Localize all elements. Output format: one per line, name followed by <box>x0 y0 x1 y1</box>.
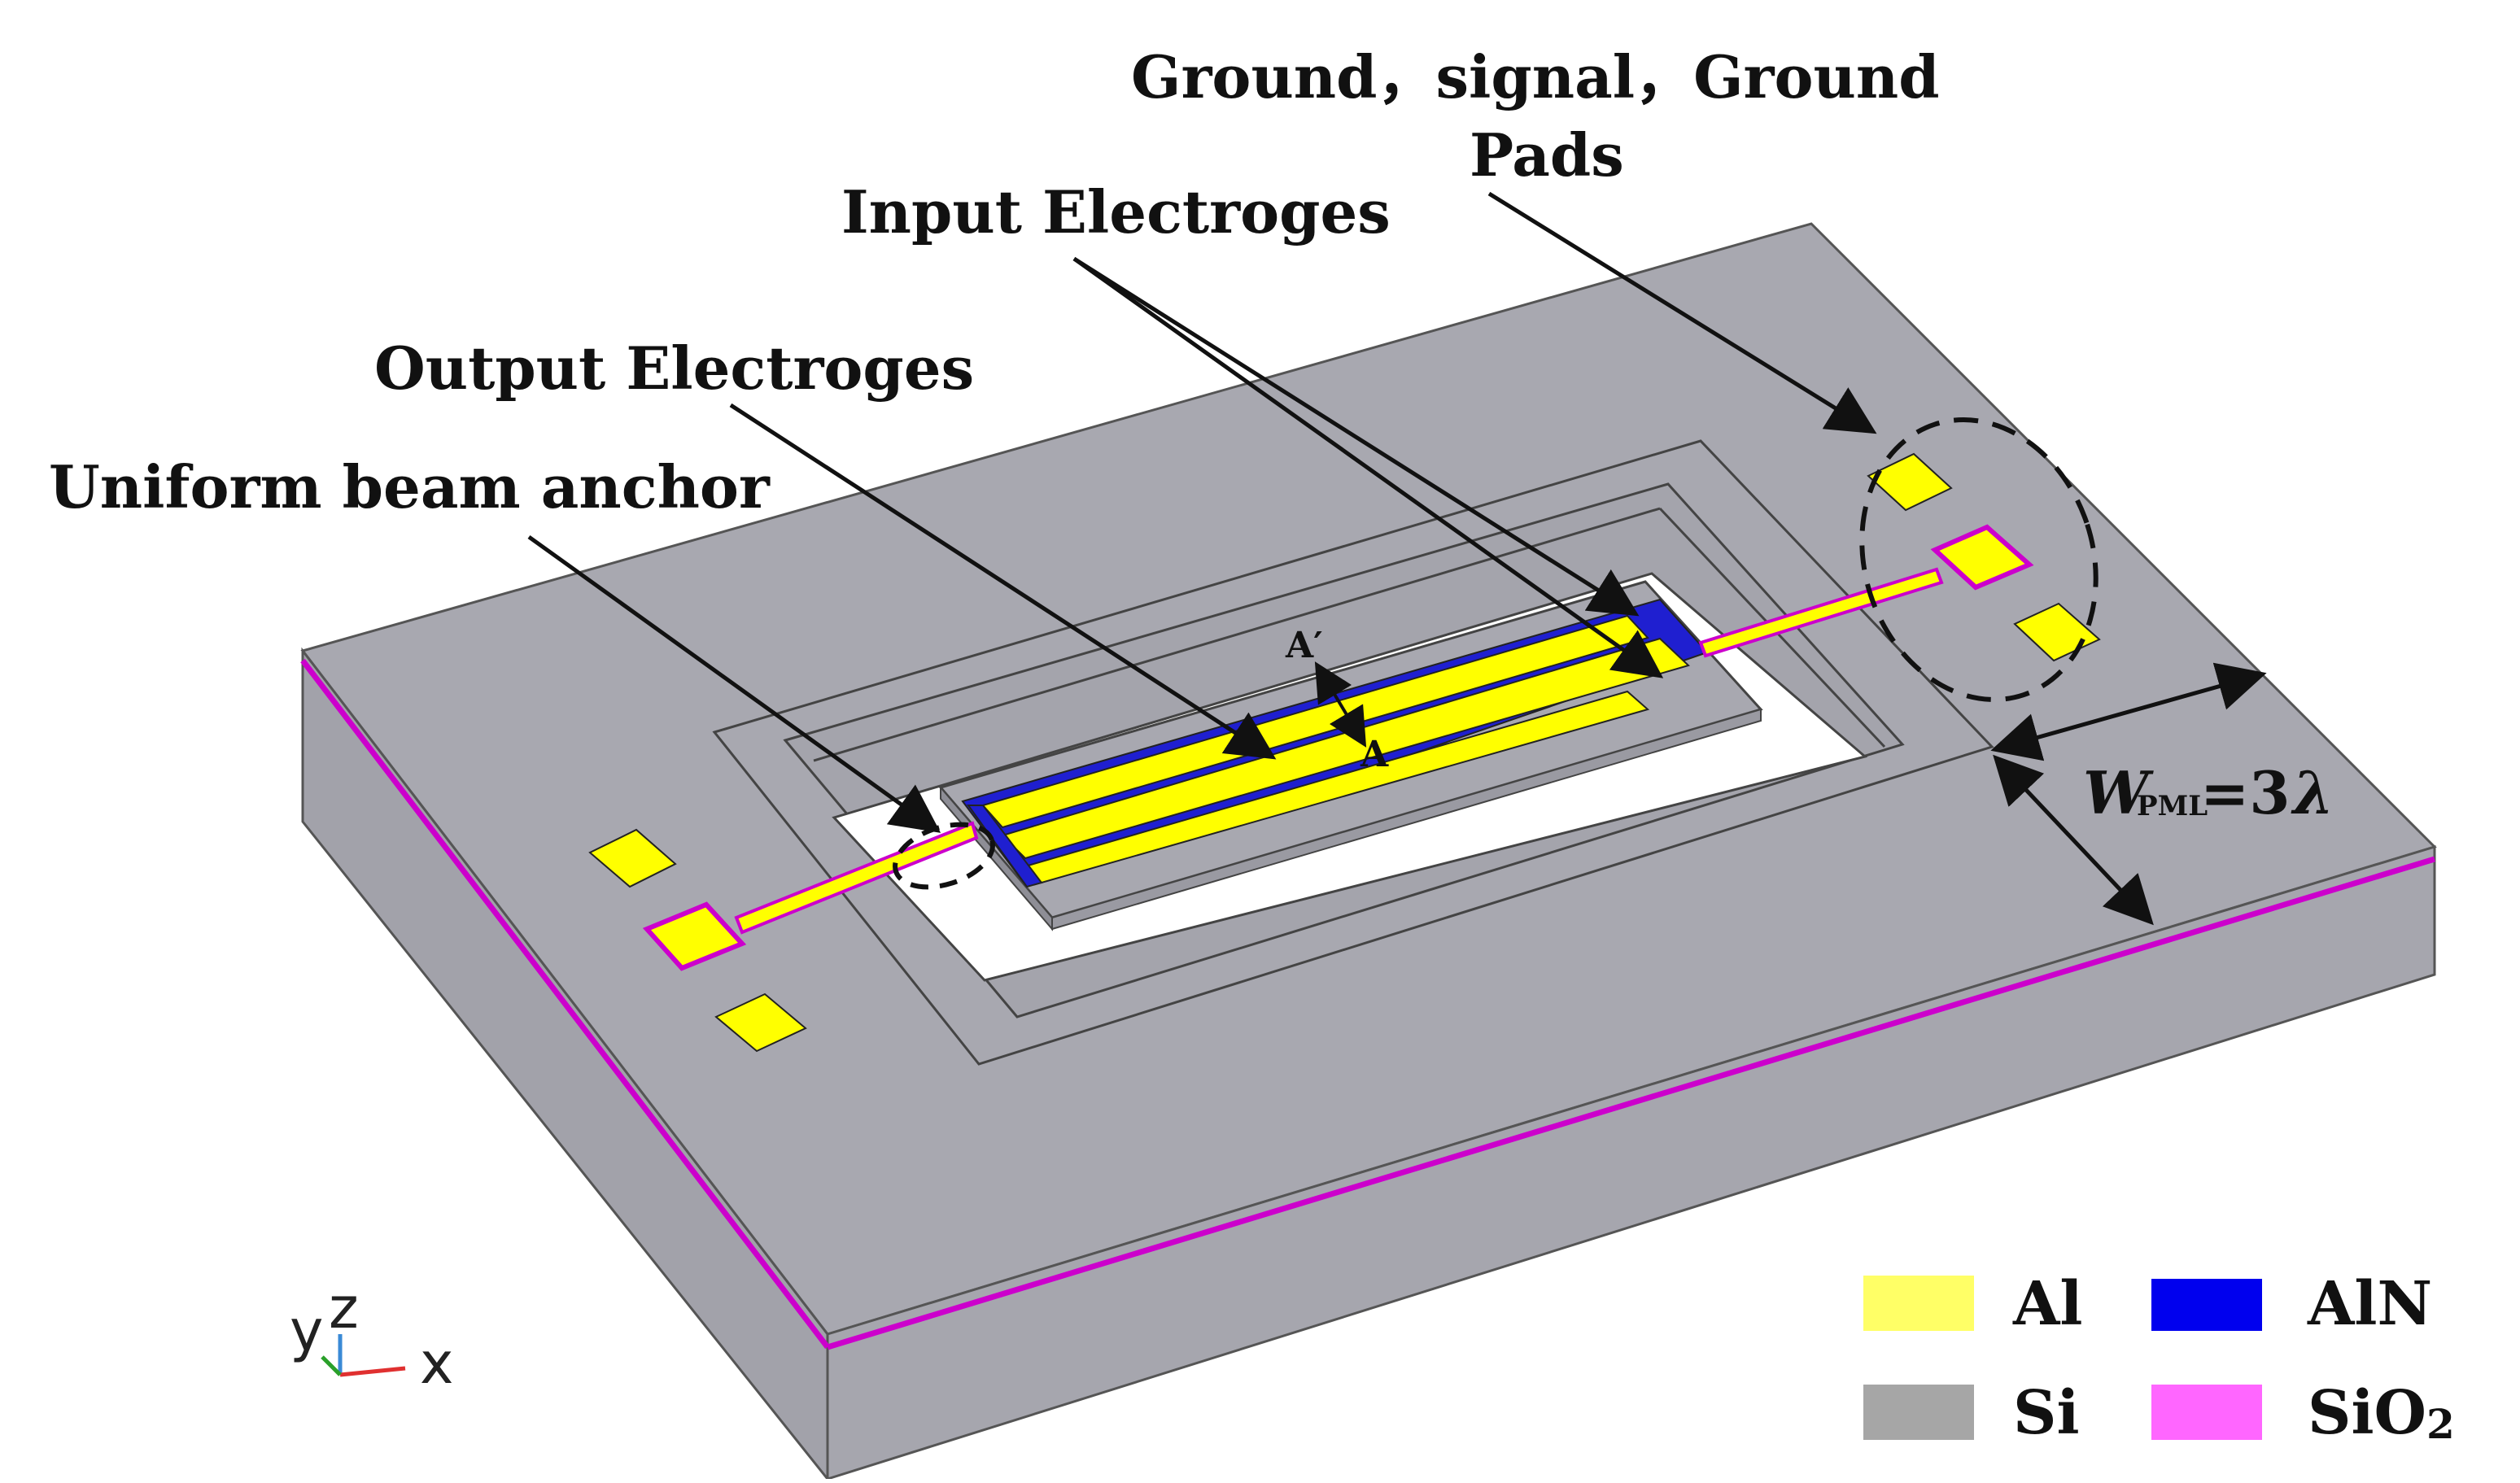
legend: Al AlN Si SiO2 <box>1863 1269 2455 1448</box>
pml-eq: =3 <box>2200 758 2290 827</box>
legend-label-aln: AlN <box>2307 1269 2432 1339</box>
axis-x-line <box>339 1366 406 1377</box>
pads-left <box>588 828 807 1053</box>
sio2-layer-left <box>300 658 830 1350</box>
arrow-pml-1 <box>1990 662 2267 761</box>
pad-left-bottom <box>714 992 807 1053</box>
pad-right-signal <box>1930 524 2034 591</box>
pml-w: W <box>2083 758 2154 827</box>
pml-width-label: W PML =3 λ <box>2083 758 2334 827</box>
label-section-a-prime: A′ <box>1285 625 1323 666</box>
arrow-pads <box>1487 191 1877 434</box>
axis-z-label: z <box>329 1275 359 1341</box>
label-pads-line1: Ground，signal，Ground <box>1131 42 1940 111</box>
substrate-right-face <box>826 844 2436 1481</box>
legend-swatch-al <box>1863 1276 1974 1331</box>
pml-lambda: λ <box>2291 758 2334 827</box>
arrow-section <box>1314 661 1367 748</box>
tether-left <box>734 821 979 935</box>
legend-swatch-aln <box>2151 1279 2262 1331</box>
legend-swatch-sio2 <box>2151 1385 2262 1440</box>
arrow-output <box>729 403 1277 760</box>
arrow-input-2 <box>1072 256 1664 678</box>
axis-y-label: y <box>290 1298 323 1364</box>
tether-right <box>1698 567 1944 658</box>
feed-lines <box>734 567 1944 935</box>
legend-label-al: Al <box>2012 1269 2083 1339</box>
pad-right-top <box>1867 452 1953 512</box>
legend-label-sio2: SiO2 <box>2308 1378 2455 1448</box>
label-section-a: A <box>1360 734 1389 775</box>
plate-front <box>1051 708 1762 931</box>
label-output-electrodes: Output Electroges <box>374 334 974 403</box>
pad-left-signal <box>642 901 747 971</box>
arrow-pml-2 <box>1993 754 2154 926</box>
label-input-electrodes: Input Electroges <box>841 177 1391 246</box>
axis-y-line <box>321 1355 342 1376</box>
sio2-layer-right <box>826 856 2436 1350</box>
arrow-anchor <box>527 534 941 833</box>
axis-x-label: x <box>420 1330 453 1397</box>
bus-left <box>967 805 1043 888</box>
callout-arrows <box>527 191 2267 926</box>
axis-triad: y z x <box>290 1275 453 1397</box>
pml-sub: PML <box>2137 790 2208 822</box>
legend-swatch-si <box>1863 1385 1974 1440</box>
cavity-ledge <box>813 507 1661 762</box>
label-pads-line2: Pads <box>1470 120 1624 190</box>
arrow-input-1 <box>1072 256 1640 617</box>
legend-label-si: Si <box>2013 1378 2080 1448</box>
pad-left-top <box>588 828 677 888</box>
label-beam-anchor: Uniform beam anchor <box>49 452 771 521</box>
